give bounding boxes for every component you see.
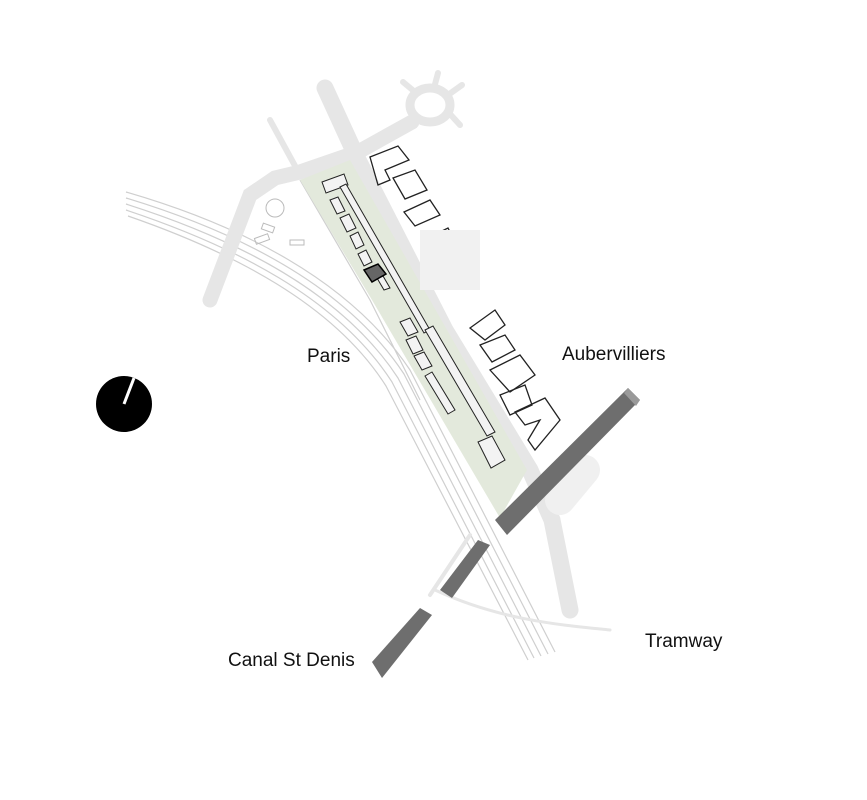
canal-st-denis	[372, 388, 640, 678]
plaza	[420, 230, 480, 290]
east-buildings	[369, 145, 561, 452]
strip-buildings	[321, 173, 506, 469]
canal-end	[624, 388, 640, 406]
label-canal: Canal St Denis	[228, 650, 355, 671]
label-aubervilliers: Aubervilliers	[562, 344, 666, 365]
label-paris: Paris	[307, 346, 351, 367]
west-buildings	[253, 222, 305, 246]
roads	[202, 79, 612, 632]
round-building	[265, 198, 285, 218]
label-tramway: Tramway	[645, 631, 723, 652]
highlight-building	[362, 263, 388, 283]
north-arrow-icon	[96, 376, 152, 432]
curved-building	[513, 397, 561, 452]
railway	[125, 179, 556, 661]
roundabout-arms	[400, 70, 465, 128]
roundabout	[405, 83, 455, 127]
